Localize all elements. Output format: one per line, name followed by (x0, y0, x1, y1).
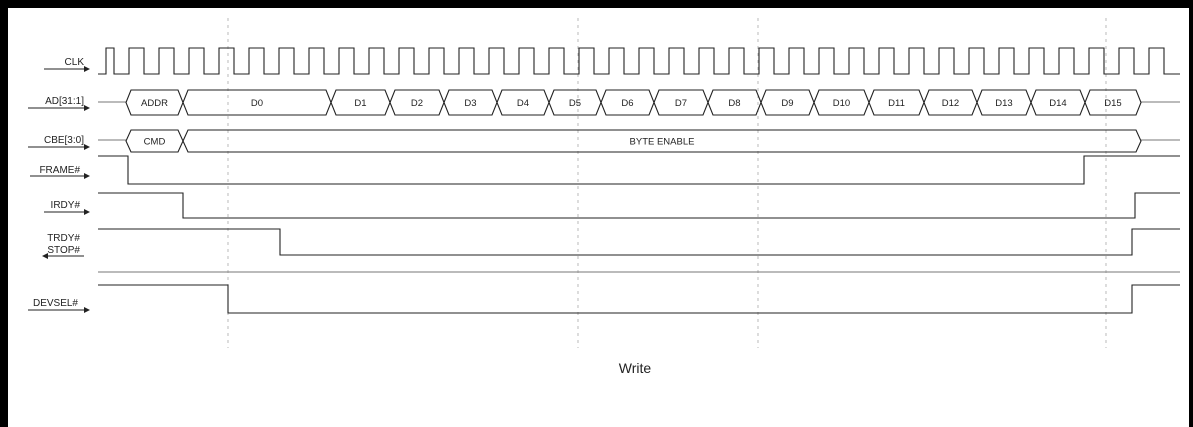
bus-segment-label: D1 (354, 98, 366, 109)
svg-text:IRDY#: IRDY# (51, 200, 81, 211)
bus-segment-label: D14 (1049, 98, 1066, 109)
bus-segment-label: D13 (995, 98, 1012, 109)
bus-segment (182, 129, 1142, 153)
bus-segment-label: D6 (621, 98, 633, 109)
svg-text:AD[31:1]: AD[31:1] (45, 96, 84, 107)
bus-segment-label: D9 (781, 98, 793, 109)
bus-segment-label: D4 (517, 98, 529, 109)
svg-text:DEVSEL#: DEVSEL# (33, 298, 78, 309)
signal-label-stop: STOP# (42, 245, 84, 259)
bus-segment-label: D0 (251, 98, 263, 109)
bus-segment-label: BYTE ENABLE (630, 137, 695, 148)
diagram-frame: CLK AD[31:1] CBE[3:0] FRAME# IRDY# TRDY# (8, 8, 1189, 427)
signal-label-irdy: IRDY# (44, 200, 90, 215)
bus-segment (1084, 89, 1142, 116)
signal-label-trdy: TRDY# (47, 233, 80, 244)
bus-segment-label: D12 (942, 98, 959, 109)
bus-segment-label: D3 (464, 98, 476, 109)
svg-text:CBE[3:0]: CBE[3:0] (44, 135, 84, 146)
clk-waveform (98, 47, 1180, 75)
signal-label-frame: FRAME# (30, 165, 90, 179)
svg-text:STOP#: STOP# (47, 245, 80, 256)
signal-label-clk: CLK (44, 57, 90, 72)
frame-waveform (98, 155, 1180, 185)
svg-text:TRDY#: TRDY# (47, 233, 80, 244)
bus-segment-label: D10 (833, 98, 850, 109)
bus-segment-label: ADDR (141, 98, 168, 109)
devsel-waveform (98, 284, 1180, 314)
svg-text:FRAME#: FRAME# (39, 165, 80, 176)
signal-label-cbe: CBE[3:0] (28, 135, 90, 150)
cbe-bus-waveform: CMD BYTE ENABLE (98, 129, 1180, 153)
signal-label-devsel: DEVSEL# (28, 298, 90, 313)
ad-bus-waveform: ADDR D0 D1 D2 D3 D4 D5 D6 D7 D8 D9 D10 D11 D12 D13 D14 D… (98, 89, 1180, 116)
trdy-waveform (98, 228, 1180, 256)
bus-segment-label: D2 (411, 98, 423, 109)
svg-text:CLK: CLK (65, 57, 85, 68)
bus-segment-label: CMD (144, 137, 166, 148)
irdy-waveform (98, 192, 1180, 219)
diagram-caption: Write (619, 360, 652, 376)
signal-label-ad: AD[31:1] (28, 96, 90, 111)
bus-segment-label: D7 (675, 98, 687, 109)
bus-segment-label: D5 (569, 98, 581, 109)
timing-diagram: CLK AD[31:1] CBE[3:0] FRAME# IRDY# TRDY# (28, 18, 1180, 376)
bus-segment-label: D15 (1104, 98, 1121, 109)
bus-segment-label: D11 (888, 98, 905, 109)
bus-segment-label: D8 (728, 98, 740, 109)
